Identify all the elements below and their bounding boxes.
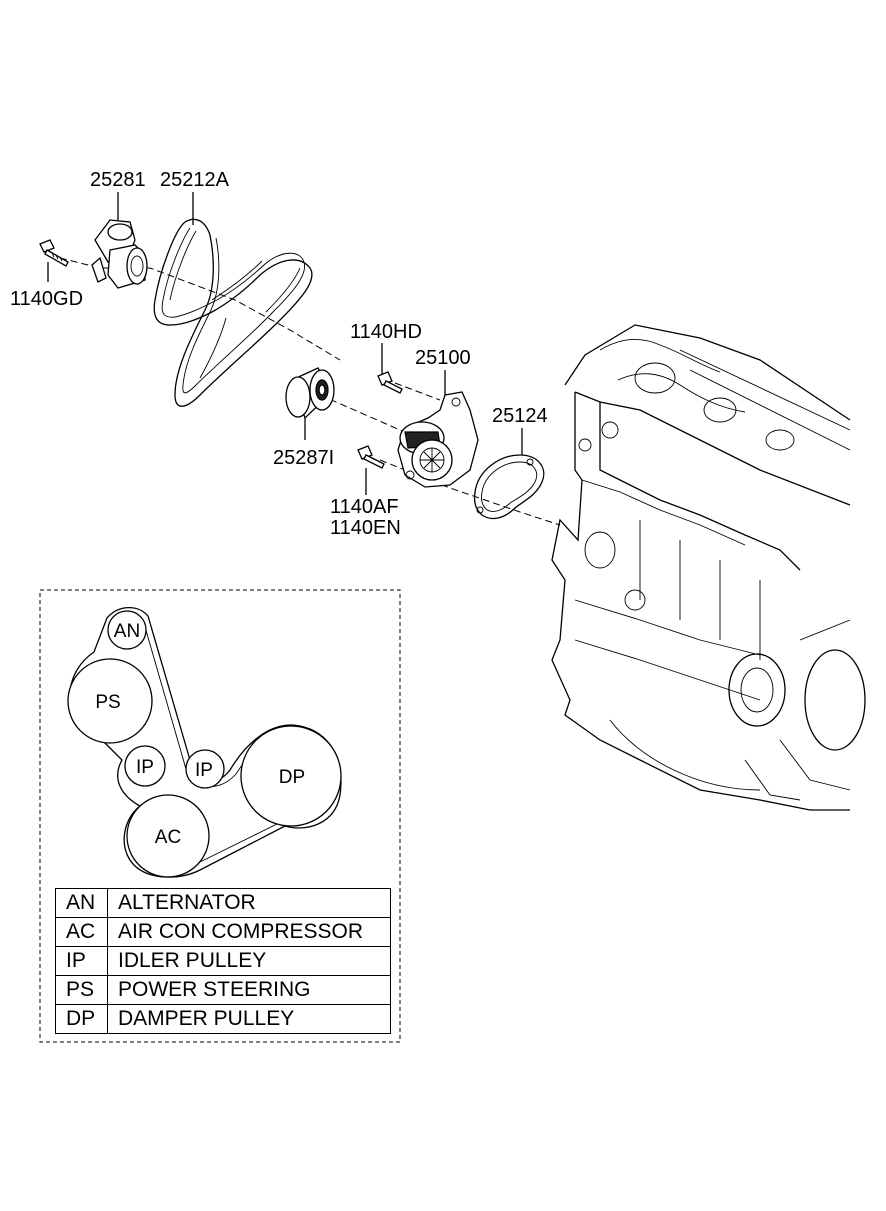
pulley-ps (67, 658, 153, 744)
legend-code: IP (55, 946, 108, 976)
label-belt: 25212A (160, 169, 230, 191)
idler-pulley (285, 367, 335, 420)
pulley-label-an: AN (114, 621, 140, 642)
legend-description: ALTERNATOR (107, 888, 391, 918)
tensioner-bolt (39, 239, 69, 267)
pulley-an (107, 610, 147, 650)
legend-row: IP IDLER PULLEY (55, 946, 391, 976)
water-pump-gasket (473, 454, 545, 520)
belt-routing-diagram: AN PS IP IP DP AC (67, 606, 342, 878)
leader-lines (47, 192, 523, 495)
legend-row: AC AIR CON COMPRESSOR (55, 917, 391, 947)
assembly-axis-upper-bolt (394, 382, 441, 401)
pulley-ip-left (124, 745, 166, 787)
legend-row: DP DAMPER PULLEY (55, 1004, 391, 1034)
label-water-pump: 25100 (415, 347, 471, 369)
pump-bolt-upper (377, 371, 403, 394)
label-pump-bolt-lower-b: 1140EN (330, 517, 401, 539)
label-tensioner-bolt: 1140GD (10, 288, 83, 310)
pulley-label-ac: AC (155, 827, 181, 848)
engine-block (551, 324, 866, 811)
legend-description: DAMPER PULLEY (107, 1004, 391, 1034)
legend-description: AIR CON COMPRESSOR (107, 917, 391, 947)
pulley-legend-table: AN ALTERNATOR AC AIR CON COMPRESSOR IP I… (55, 888, 391, 1034)
label-pump-bolt-upper: 1140HD (350, 321, 422, 343)
pulley-label-ip-left: IP (136, 757, 154, 778)
label-idler-pulley: 25287I (273, 447, 334, 469)
pulley-label-ip-right: IP (195, 760, 213, 781)
pulley-label-ps: PS (95, 692, 120, 713)
pulley-dp (240, 725, 342, 827)
legend-code: PS (55, 975, 108, 1005)
legend-row: AN ALTERNATOR (55, 888, 391, 918)
pulley-ip-right (185, 749, 225, 789)
legend-description: POWER STEERING (107, 975, 391, 1005)
legend-code: DP (55, 1004, 108, 1034)
tensioner (91, 219, 148, 289)
label-gasket: 25124 (492, 405, 548, 427)
label-tensioner: 25281 (90, 169, 146, 191)
pulley-label-dp: DP (279, 767, 305, 788)
pulley-ac (126, 794, 210, 878)
label-pump-bolt-lower-a: 1140AF (330, 496, 399, 518)
legend-description: IDLER PULLEY (107, 946, 391, 976)
legend-code: AN (55, 888, 108, 918)
legend-row: PS POWER STEERING (55, 975, 391, 1005)
legend-code: AC (55, 917, 108, 947)
pump-bolt-lower (357, 445, 385, 469)
drive-belt (153, 218, 313, 407)
water-pump (397, 391, 479, 488)
